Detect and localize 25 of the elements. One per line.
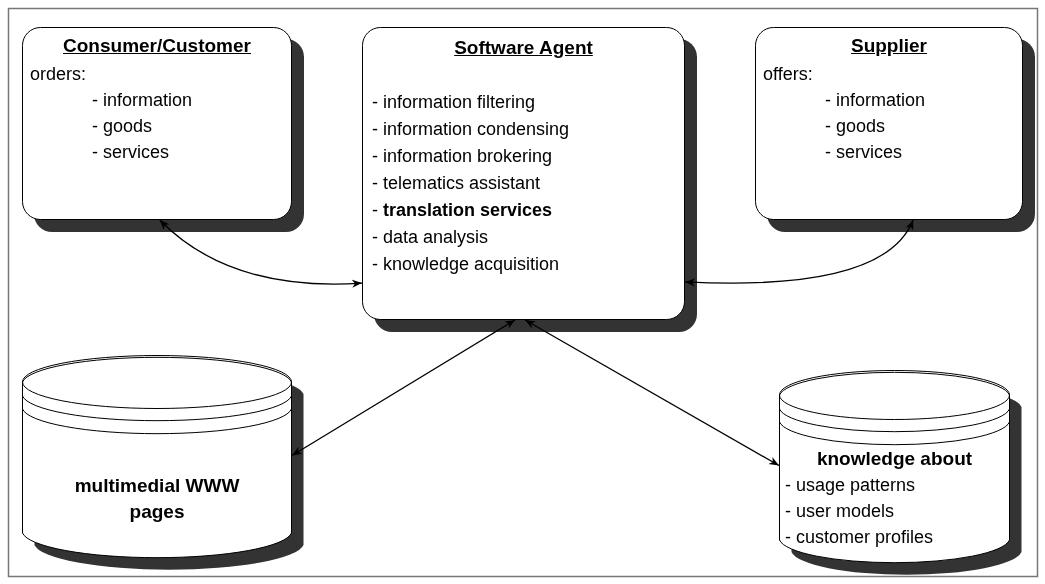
heading: Consumer/Customer xyxy=(62,35,252,57)
heading: Supplier xyxy=(850,35,928,57)
heading: Software Agent xyxy=(453,37,594,59)
list-item: - goods xyxy=(92,115,153,137)
list-item: - data analysis xyxy=(372,226,489,248)
double-arrow xyxy=(291,319,516,457)
list-item: - information condensing xyxy=(372,118,570,140)
list-item: - translation services xyxy=(372,199,553,221)
list-item: - telematics assistant xyxy=(372,172,541,194)
rounded-box xyxy=(22,27,304,232)
double-arrow xyxy=(159,219,363,288)
list-item: - knowledge acquisition xyxy=(372,253,560,275)
list-item: - information filtering xyxy=(372,91,536,113)
list-item: orders: xyxy=(30,63,87,85)
double-arrow xyxy=(684,219,914,287)
double-arrow xyxy=(524,319,780,467)
list-item: - information xyxy=(825,89,926,111)
rounded-box xyxy=(755,27,1035,232)
list-item: - goods xyxy=(825,115,886,137)
list-item: - services xyxy=(825,141,902,163)
rounded-box xyxy=(362,27,697,332)
list-item: - information xyxy=(92,89,193,111)
list-item: - information brokering xyxy=(372,145,553,167)
list-item: - services xyxy=(92,141,169,163)
list-item: offers: xyxy=(763,63,813,85)
